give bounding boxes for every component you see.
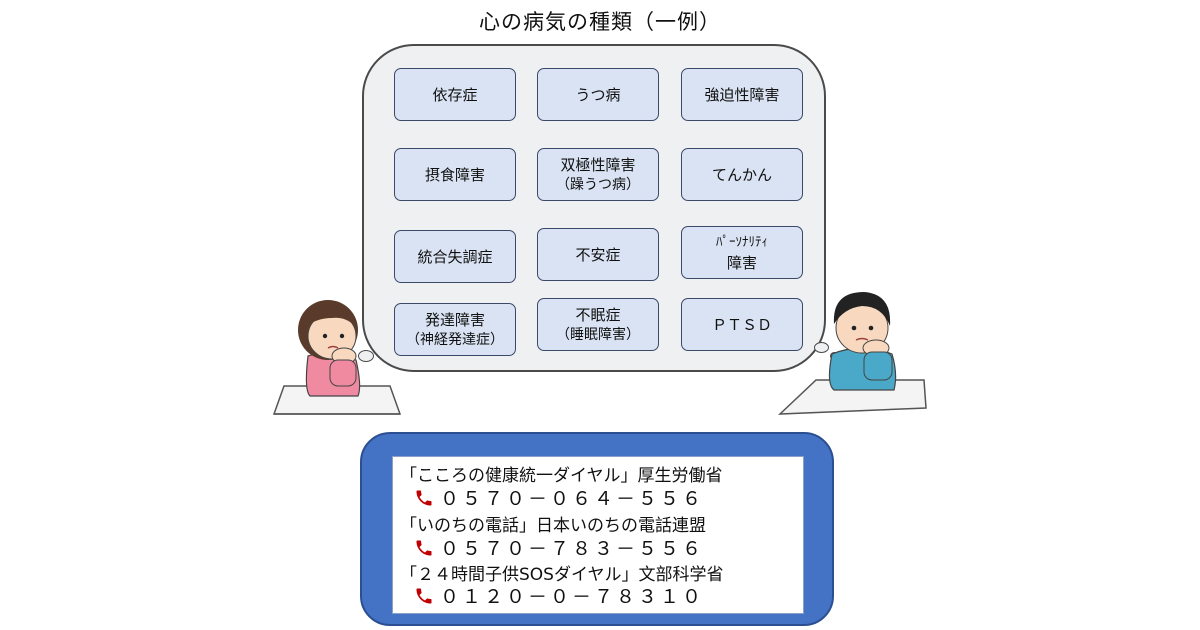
hotline-card <box>392 456 804 614</box>
hotline-name: 「２４時間子供SOSダイヤル」文部科学省 <box>400 565 724 585</box>
condition-cell: 不安症 <box>537 228 659 281</box>
phone-icon <box>416 490 432 505</box>
condition-cell: てんかん <box>681 148 803 201</box>
condition-cell: 依存症 <box>394 68 516 121</box>
phone-icon <box>416 540 432 555</box>
hotline-name: 「こころの健康統一ダイヤル」厚生労働省 <box>400 466 723 486</box>
thought-bubble-tail-left <box>358 350 374 362</box>
condition-cell: 発達障害 （神経発達症） <box>394 303 516 356</box>
phone-icon <box>416 588 432 603</box>
condition-cell: 強迫性障害 <box>681 68 803 121</box>
condition-cell: ＰＴＳＤ <box>681 298 803 351</box>
hotline-phone[interactable]: ０１２０－０－７８３１０ <box>414 582 704 609</box>
condition-cell: うつ病 <box>537 68 659 121</box>
condition-cell: 不眠症 （睡眠障害） <box>537 298 659 351</box>
hotline-name: 「いのちの電話」日本いのちの電話連盟 <box>400 516 706 536</box>
hotline-phone[interactable]: ０５７０－７８３－５５６ <box>414 534 704 561</box>
condition-cell: ﾊﾟｰｿﾅﾘﾃｨ 障害 <box>681 226 803 279</box>
page-title: 心の病気の種類（一例） <box>479 10 721 34</box>
thought-bubble-tail-right <box>814 342 829 353</box>
hotline-phone[interactable]: ０５７０－０６４－５５６ <box>414 484 704 511</box>
condition-cell: 摂食障害 <box>394 148 516 201</box>
condition-cell: 双極性障害 （躁うつ病） <box>537 148 659 201</box>
girl-illustration <box>272 300 402 415</box>
condition-cell: 統合失調症 <box>394 230 516 283</box>
boy-illustration <box>778 292 927 415</box>
